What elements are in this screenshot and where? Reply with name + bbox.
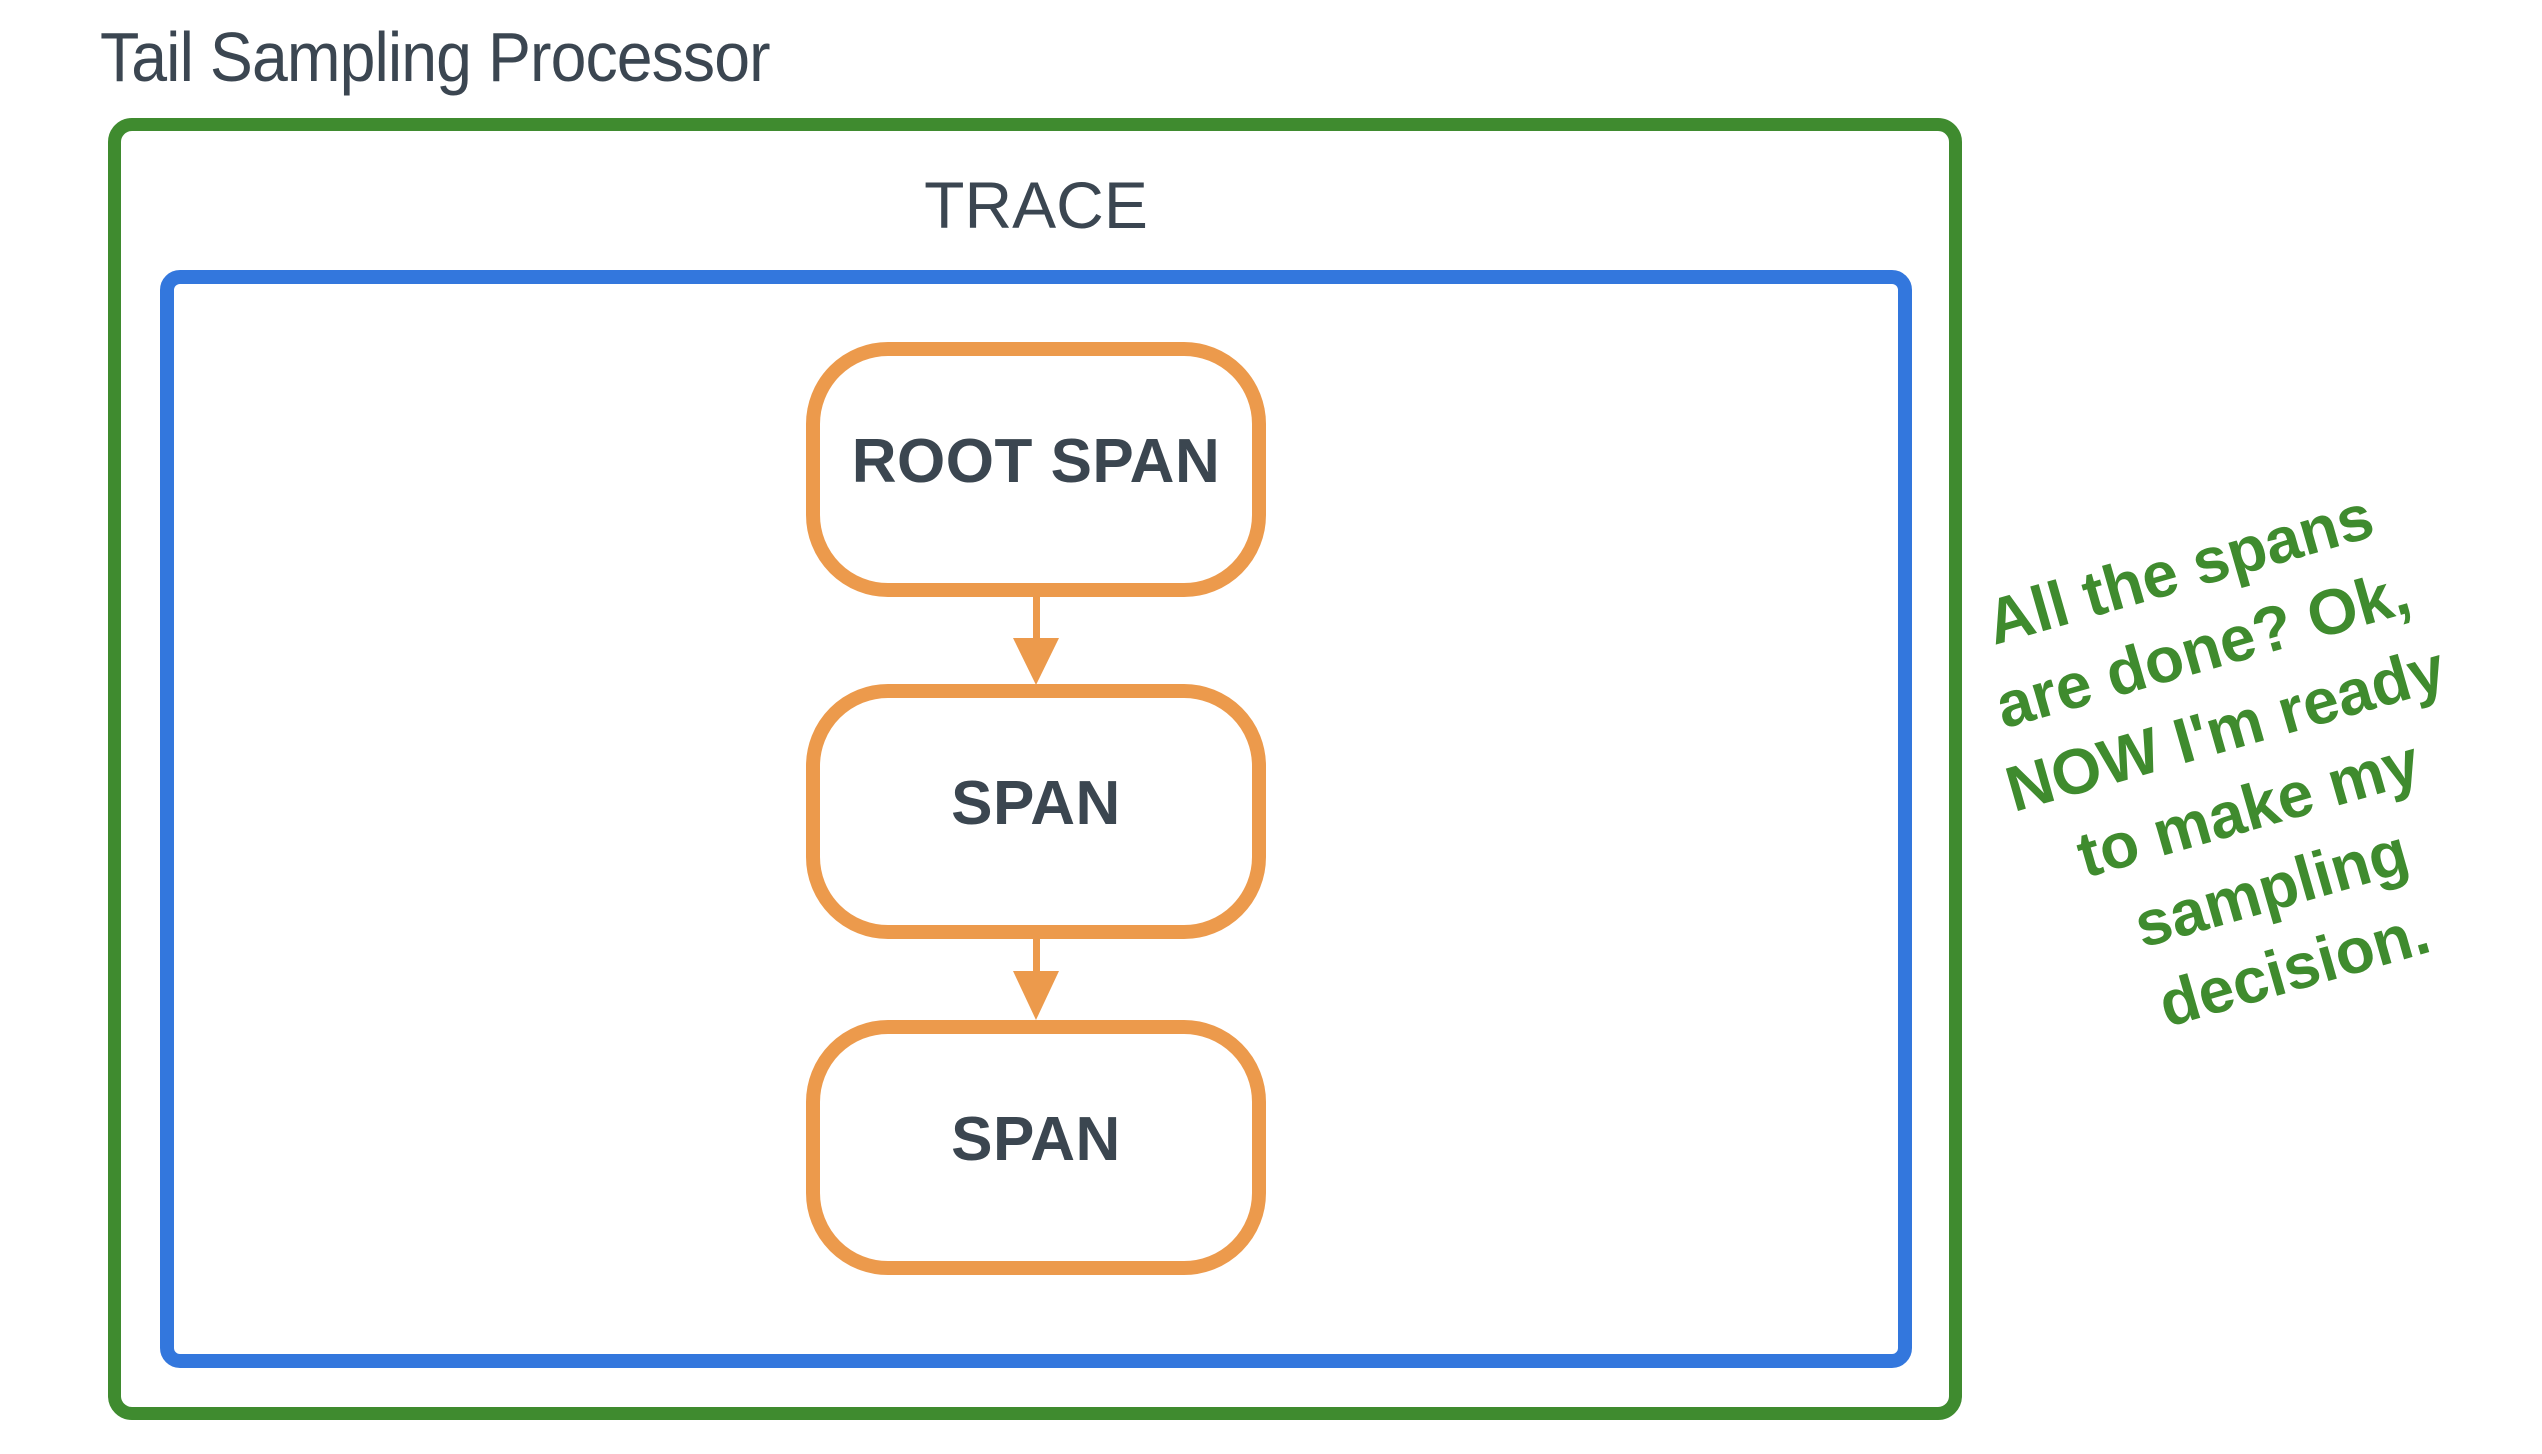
span-label-2: SPAN xyxy=(951,1105,1121,1174)
arrow-down-line xyxy=(1033,939,1040,972)
sampling-decision-annotation: All the spans are done? Ok, NOW I'm read… xyxy=(1978,479,2453,1041)
root-span-label: ROOT SPAN xyxy=(851,427,1221,496)
diagram-title: Tail Sampling Processor xyxy=(100,18,771,96)
arrow-down-line xyxy=(1033,597,1040,639)
trace-label: TRACE xyxy=(924,168,1148,242)
arrow-down-icon xyxy=(1013,638,1059,685)
span-node-1: SPAN xyxy=(806,684,1266,939)
span-node-2: SPAN xyxy=(806,1020,1266,1275)
root-span-node: ROOT SPAN xyxy=(806,342,1266,597)
span-label-1: SPAN xyxy=(951,769,1121,838)
arrow-down-icon xyxy=(1013,971,1059,1020)
